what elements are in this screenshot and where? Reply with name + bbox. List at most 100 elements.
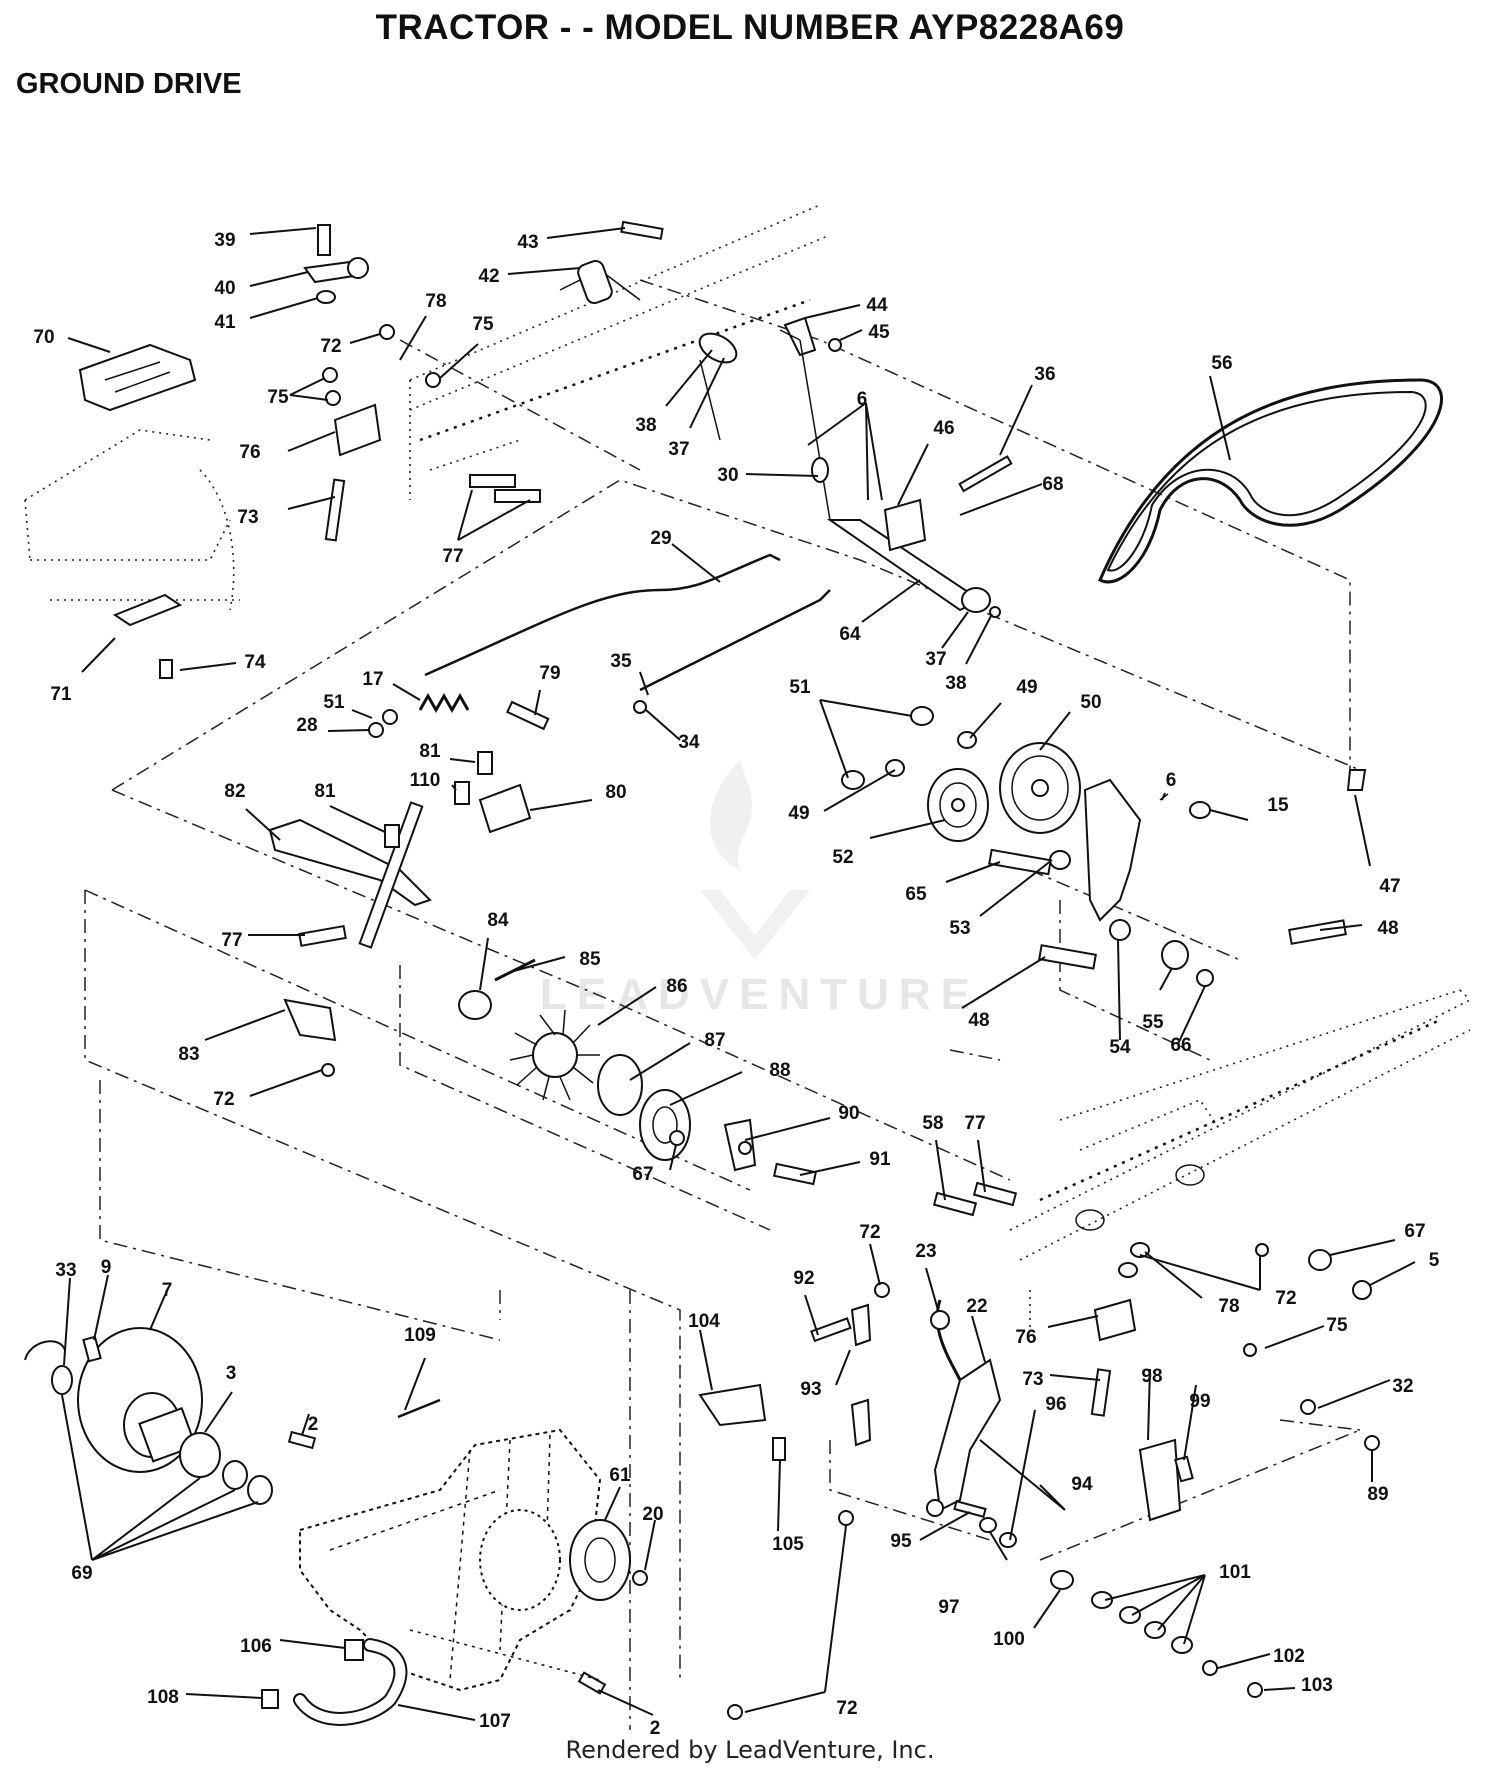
callout: 15 <box>1267 795 1289 816</box>
footrest-outline <box>24 429 240 611</box>
callout: 94 <box>1071 1474 1093 1495</box>
callout: 104 <box>688 1311 720 1332</box>
callout: 53 <box>949 918 970 939</box>
transaxle <box>299 1428 602 1692</box>
callout: 76 <box>1015 1327 1036 1348</box>
callout: 41 <box>214 312 236 333</box>
callout: 68 <box>1042 474 1063 495</box>
callout: 107 <box>479 1711 511 1732</box>
callout: 106 <box>240 1636 272 1657</box>
callout: 35 <box>610 651 632 672</box>
callout: 43 <box>517 232 538 253</box>
frame-rail-lower <box>1009 989 1471 1330</box>
parts <box>24 220 1443 1726</box>
callout: 36 <box>1034 364 1055 385</box>
callout: 58 <box>922 1113 943 1134</box>
callout: 67 <box>632 1164 653 1185</box>
callout: 48 <box>968 1010 989 1031</box>
callout: 6 <box>857 389 868 410</box>
callout: 45 <box>868 322 890 343</box>
plate <box>112 593 183 627</box>
callout: 32 <box>1392 1376 1413 1397</box>
callout: 30 <box>717 465 738 486</box>
callout: 48 <box>1377 918 1398 939</box>
callout: 20 <box>642 1504 663 1525</box>
callout: 79 <box>539 663 560 684</box>
callout: 75 <box>267 387 289 408</box>
callout: 77 <box>964 1113 985 1134</box>
callout: 33 <box>55 1260 76 1281</box>
callout: 3 <box>226 1363 237 1384</box>
callout: 75 <box>1326 1315 1348 1336</box>
callout: 37 <box>668 439 689 460</box>
callout: 51 <box>789 677 811 698</box>
callout: 95 <box>890 1531 912 1552</box>
callout: 67 <box>1404 1221 1425 1242</box>
callout: 55 <box>1142 1012 1164 1033</box>
leadventure-flame-logo <box>700 760 810 960</box>
callout: 66 <box>1170 1035 1191 1056</box>
callout: 61 <box>609 1465 631 1486</box>
callout: 82 <box>224 781 245 802</box>
callout: 47 <box>1379 876 1400 897</box>
callout: 75 <box>472 314 494 335</box>
callout: 108 <box>147 1687 179 1708</box>
callout: 81 <box>314 781 336 802</box>
section-title: GROUND DRIVE <box>16 68 242 100</box>
callout: 110 <box>410 770 441 791</box>
callout-labels: 39 40 41 43 42 44 45 70 72 78 75 75 76 7… <box>33 230 1439 1739</box>
pedal-pad <box>78 343 197 412</box>
callout: 97 <box>938 1597 959 1618</box>
watermark: LEADVENTURE <box>539 970 981 1019</box>
callout: 72 <box>213 1089 234 1110</box>
callout: 40 <box>214 278 235 299</box>
callout: 74 <box>244 652 266 673</box>
wheel-hub <box>77 1327 203 1473</box>
callout: 72 <box>859 1222 880 1243</box>
drive-belt <box>1098 378 1443 584</box>
callout: 78 <box>1218 1296 1239 1317</box>
callout: 2 <box>308 1414 319 1435</box>
callout: 52 <box>832 847 853 868</box>
callout: 46 <box>933 418 954 439</box>
callout: 17 <box>362 669 383 690</box>
callout: 73 <box>1022 1369 1043 1390</box>
callout: 23 <box>915 1241 936 1262</box>
callout: 88 <box>769 1060 790 1081</box>
callout: 99 <box>1189 1391 1210 1412</box>
callout: 83 <box>178 1044 199 1065</box>
page-title: TRACTOR - - MODEL NUMBER AYP8228A69 <box>375 8 1125 47</box>
callout: 92 <box>793 1268 814 1289</box>
callout: 44 <box>866 295 888 316</box>
callout: 42 <box>478 266 499 287</box>
callout: 39 <box>214 230 235 251</box>
callout: 73 <box>237 507 258 528</box>
callout: 77 <box>442 546 463 567</box>
callout: 38 <box>945 673 966 694</box>
callout: 37 <box>925 649 946 670</box>
callout: 64 <box>839 624 861 645</box>
callout: 65 <box>905 884 927 905</box>
callout: 49 <box>1016 677 1037 698</box>
callout: 69 <box>71 1563 92 1584</box>
callout: 87 <box>704 1030 725 1051</box>
callout: 105 <box>772 1534 804 1555</box>
callout: 38 <box>635 415 656 436</box>
callout: 71 <box>50 684 72 705</box>
callout: 78 <box>425 291 446 312</box>
assembly-outlines <box>84 279 1361 1730</box>
callout: 100 <box>993 1629 1025 1650</box>
callout: 7 <box>162 1280 173 1301</box>
callout: 51 <box>323 692 345 713</box>
callout: 72 <box>320 336 341 357</box>
callout: 77 <box>221 930 242 951</box>
pedal-arm <box>933 1358 1002 1512</box>
callout: 34 <box>678 732 700 753</box>
callout: 101 <box>1219 1562 1251 1583</box>
callout: 85 <box>579 949 601 970</box>
callout: 9 <box>101 1257 112 1278</box>
fan <box>509 1009 600 1101</box>
render-credit: Rendered by LeadVenture, Inc. <box>565 1736 935 1764</box>
frame-rail-upper <box>409 204 831 500</box>
